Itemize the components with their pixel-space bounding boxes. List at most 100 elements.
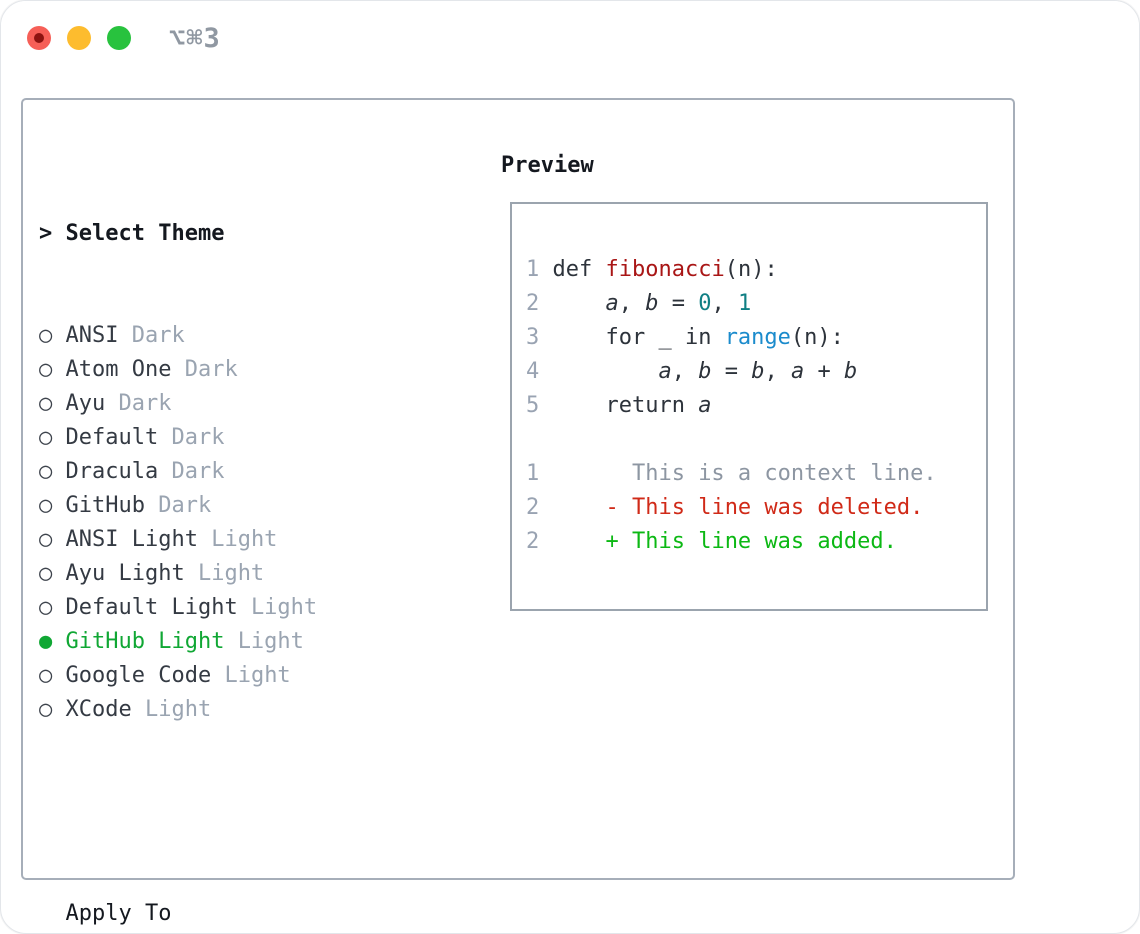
code-segment-plain: (n): <box>724 257 778 282</box>
close-button-icon[interactable] <box>27 26 51 50</box>
apply-to-header-label: Apply To <box>65 901 172 926</box>
code-segment-plain: return <box>539 393 699 418</box>
preview-header-label: Preview <box>501 153 594 178</box>
theme-option[interactable]: ○ ANSI Dark <box>39 319 410 353</box>
select-theme-header: > Select Theme <box>39 217 410 251</box>
theme-variant: Light <box>197 561 265 586</box>
theme-name: ANSI Light <box>65 527 212 552</box>
code-segment-num: 2 <box>526 291 540 316</box>
theme-name: Google Code <box>65 663 225 688</box>
code-segment-num: 5 <box>526 393 540 418</box>
preview-header: Preview <box>501 149 594 183</box>
apply-to-header: Apply To <box>39 897 410 931</box>
header-caret-icon: > <box>39 221 66 246</box>
theme-variant: Dark <box>171 425 225 450</box>
theme-name: GitHub <box>65 493 159 518</box>
theme-option[interactable]: ○ Ayu Light Light <box>39 557 410 591</box>
window-title: ⌥⌘3 <box>169 23 221 54</box>
code-segment-add: + This line was added. <box>605 529 897 554</box>
theme-option[interactable]: ○ GitHub Dark <box>39 489 410 523</box>
radio-unselected-icon: ○ <box>39 323 66 348</box>
code-segment-number: 0 <box>698 291 712 316</box>
code-segment-var: a <box>790 359 805 384</box>
code-segment-plain: for _ in <box>539 325 725 350</box>
radio-unselected-icon: ○ <box>39 561 66 586</box>
theme-picker-panel: > Select Theme ○ ANSI Dark○ Atom One Dar… <box>21 98 1015 926</box>
theme-option[interactable]: ○ ANSI Light Light <box>39 523 410 557</box>
code-line: 1 This is a context line. <box>526 457 937 491</box>
code-segment-number: 1 <box>737 291 752 316</box>
code-segment-num: 2 <box>526 495 540 520</box>
code-segment-ctx: This is a context line. <box>539 461 937 486</box>
code-segment-var: b <box>645 291 659 316</box>
radio-selected-icon: ● <box>39 629 66 654</box>
code-segment-plain: , <box>671 359 699 384</box>
radio-unselected-icon: ○ <box>39 527 66 552</box>
radio-unselected-icon: ○ <box>39 425 66 450</box>
code-line: 5 return a <box>526 389 937 423</box>
code-line <box>526 559 937 593</box>
code-segment-builtin: range <box>724 325 791 350</box>
code-segment-plain: def <box>539 257 606 282</box>
code-segment-var: b <box>751 359 765 384</box>
theme-option[interactable]: ○ Dracula Dark <box>39 455 410 489</box>
code-segment-plain: , <box>764 359 791 384</box>
radio-unselected-icon: ○ <box>39 663 66 688</box>
code-line: 1 def fibonacci(n): <box>526 253 937 287</box>
theme-options: ○ ANSI Dark○ Atom One Dark○ Ayu Dark○ De… <box>39 319 410 727</box>
code-segment-plain <box>539 359 658 384</box>
theme-option[interactable]: ○ Ayu Dark <box>39 387 410 421</box>
theme-variant: Light <box>237 629 304 654</box>
code-line: 2 - This line was deleted. <box>526 491 937 525</box>
code-segment-plain <box>539 495 605 520</box>
theme-variant: Light <box>144 697 212 722</box>
theme-option[interactable]: ○ Default Light Light <box>39 591 410 625</box>
theme-variant: Light <box>224 663 291 688</box>
radio-unselected-icon: ○ <box>39 493 66 518</box>
theme-option[interactable]: ○ Google Code Light <box>39 659 410 693</box>
theme-name: Ayu Light <box>65 561 198 586</box>
theme-option[interactable]: ○ Atom One Dark <box>39 353 410 387</box>
theme-variant: Dark <box>184 357 238 382</box>
theme-name: ANSI <box>65 323 132 348</box>
spacer <box>39 795 410 829</box>
maximize-button-icon[interactable] <box>107 26 131 50</box>
theme-variant: Dark <box>131 323 185 348</box>
code-segment-num: 3 <box>526 325 540 350</box>
code-segment-var: a <box>698 393 712 418</box>
select-theme-header-label: Select Theme <box>65 221 225 246</box>
theme-variant: Light <box>211 527 278 552</box>
radio-unselected-icon: ○ <box>39 459 66 484</box>
code-segment-plain: = <box>658 291 699 316</box>
title-bar: ⌥⌘3 <box>1 1 1139 76</box>
theme-name: Ayu <box>65 391 119 416</box>
code-segment-num: 1 <box>526 257 540 282</box>
code-segment-var: b <box>698 359 712 384</box>
theme-name: Dracula <box>65 459 172 484</box>
code-line: 3 for _ in range(n): <box>526 321 937 355</box>
code-segment-plain: (n): <box>790 325 844 350</box>
code-line <box>526 423 937 457</box>
theme-option[interactable]: ● GitHub Light Light <box>39 625 410 659</box>
code-segment-plain: , <box>618 291 646 316</box>
code-segment-func: fibonacci <box>605 257 725 282</box>
radio-unselected-icon: ○ <box>39 357 66 382</box>
radio-unselected-icon: ○ <box>39 697 66 722</box>
theme-variant: Light <box>250 595 318 620</box>
theme-variant: Dark <box>118 391 172 416</box>
theme-option[interactable]: ○ XCode Light <box>39 693 410 727</box>
code-line: 2 + This line was added. <box>526 525 937 559</box>
code-line <box>526 219 937 253</box>
minimize-button-icon[interactable] <box>67 26 91 50</box>
theme-option[interactable]: ○ Default Dark <box>39 421 410 455</box>
theme-variant: Dark <box>158 493 212 518</box>
code-segment-num: 4 <box>526 359 540 384</box>
code-segment-var: a <box>605 291 619 316</box>
radio-unselected-icon: ○ <box>39 391 66 416</box>
code-line: 2 a, b = 0, 1 <box>526 287 937 321</box>
radio-unselected-icon: ○ <box>39 595 66 620</box>
code-segment-plain: , <box>711 291 738 316</box>
